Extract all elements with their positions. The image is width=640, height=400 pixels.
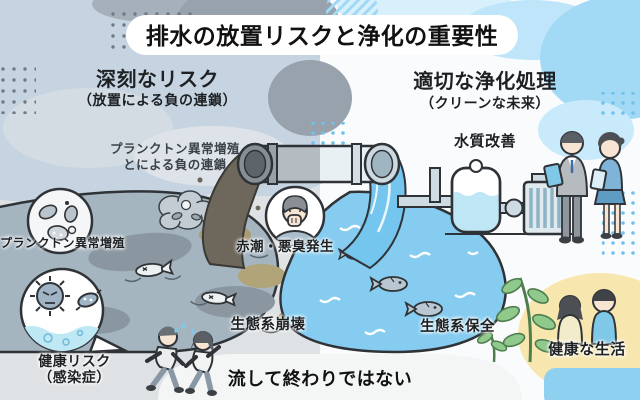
running-person-1: [145, 326, 185, 393]
plant-icon: [476, 277, 558, 363]
dot-pattern-blue: [306, 122, 350, 148]
family-man: [590, 289, 618, 345]
label-health-risk-sub: （感染症）: [38, 369, 111, 386]
germ-icon: [30, 276, 102, 316]
germ-bubble-icon: [19, 267, 129, 354]
inspector-man: [543, 131, 589, 244]
plankton-icon: [26, 187, 94, 255]
label-ecosystem-collapse: 生態系崩壊: [230, 317, 306, 333]
label-red-tide-odor: 赤潮・悪臭発生: [236, 239, 334, 254]
right-subheading: （クリーンな未来）: [420, 95, 550, 111]
odor-person-icon: [264, 185, 326, 247]
left-subheading: （放置による負の連鎖）: [77, 92, 238, 108]
label-plankton-bloom: プランクトン異常増殖: [0, 236, 126, 250]
running-person-2: [184, 331, 221, 396]
plankton-bloom-cloud: [158, 190, 215, 230]
clean-river: [279, 190, 507, 354]
right-heading: 適切な浄化処理: [413, 71, 557, 93]
fish-icon: [404, 300, 443, 318]
title-pill: [126, 15, 518, 55]
left-heading: 深刻なリスク: [96, 69, 219, 91]
fish-icon: [369, 275, 408, 293]
label-health-risk: 健康リスク （感染症）: [22, 353, 127, 385]
page-title: 排水の放置リスクと浄化の重要性: [145, 23, 499, 49]
chain-note-line1: プランクトン異常増殖: [109, 142, 240, 156]
family-icon: [556, 289, 618, 345]
drain-pipe: [236, 142, 401, 186]
chain-note: プランクトン異常増殖 とによる負の連鎖: [100, 141, 250, 174]
ripple-lines: [79, 237, 281, 334]
wave-lines: [319, 224, 479, 336]
label-water-quality: 水質改善: [453, 133, 516, 150]
dead-fish-icon: [124, 258, 182, 283]
dot-pattern-dark: [0, 62, 36, 114]
dead-fish-icon: [190, 291, 238, 307]
running-people-icon: [145, 322, 221, 396]
inspector-woman: [589, 132, 627, 239]
stripe-circle-gray: [290, 66, 350, 126]
label-ecosystem-preservation: 生態系保全: [420, 319, 495, 335]
sweat-drops-icon: [174, 322, 195, 335]
family-woman: [556, 295, 584, 345]
footer-band: [158, 354, 522, 400]
label-healthy-life: 健康な生活: [548, 341, 626, 358]
treatment-plant-icon: [397, 159, 572, 236]
label-health-risk-main: 健康リスク: [38, 353, 111, 369]
footer-message: 流して終わりではない: [227, 369, 413, 389]
dot-pattern-blue: [600, 92, 640, 120]
inspector-people-icon: [543, 131, 627, 244]
bottom-water-strip: [544, 368, 640, 400]
chain-note-line2: とによる負の連鎖: [123, 158, 227, 173]
